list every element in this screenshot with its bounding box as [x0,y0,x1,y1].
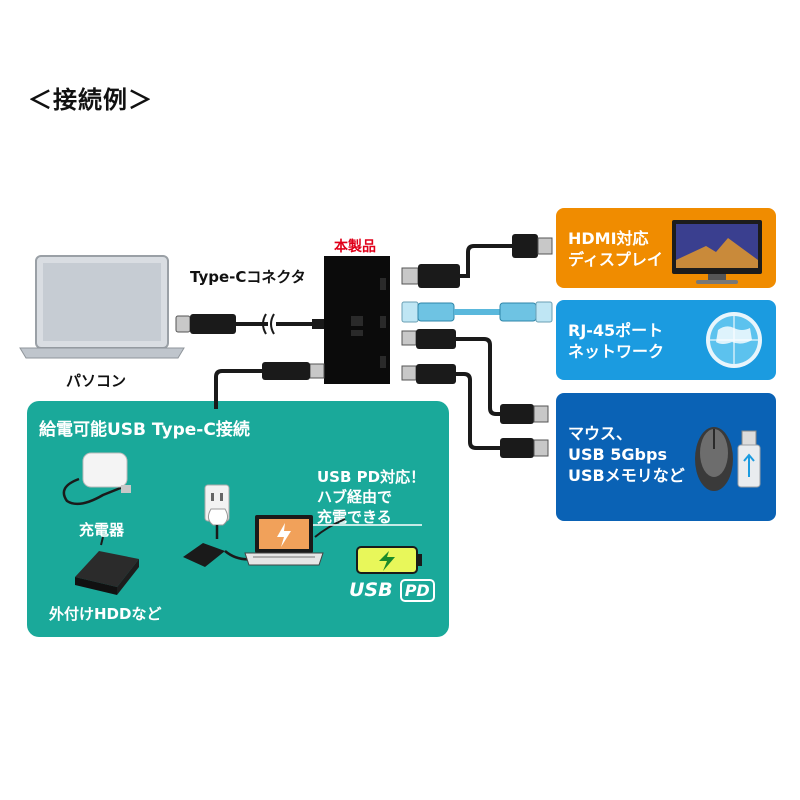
connector-label: Type-Cコネクタ [190,268,306,286]
page-title: ＜接続例＞ [28,86,153,114]
lan-line2: ネットワーク [568,342,665,361]
usb-pd-logo-pd: PD [399,579,435,602]
laptop-icon [19,255,185,359]
hdd-label: 外付けHDDなど [49,605,162,623]
usb-pd-logo-usb: USB [349,579,393,601]
power-outlet-icon [204,484,230,526]
hdmi-display-card: HDMI対応 ディスプレイ [556,208,776,288]
pc-label: パソコン [66,372,127,390]
hard-drive-icon [75,536,139,595]
usb-pd-box: 給電可能USB Type-C接続 充電器 外付けHDDなど USB PD対応！ … [27,401,449,637]
charger-icon [62,452,131,506]
ac-adapter-icon [183,525,254,567]
lan-cable [401,301,553,323]
charger-label: 充電器 [79,521,125,539]
mouse-and-usb-stick-icon [695,427,761,491]
charging-laptop-icon [244,515,422,566]
lan-line1: RJ-45ポート [568,321,664,340]
hdmi-line2: ディスプレイ [568,250,663,269]
pd-box-title: 給電可能USB Type-C接続 [39,420,250,440]
globe-icon [706,312,762,368]
usb-a-cable-1 [401,329,549,424]
hdmi-cable [401,234,553,288]
pd-note-line2: ハブ経由で [317,488,393,506]
usb-devices-card: マウス、 USB 5Gbps USBメモリなど [556,393,776,521]
battery-icon [356,546,422,574]
product-label: 本製品 [334,239,376,255]
usb-pd-logo: USB PD [349,579,435,602]
monitor-icon [672,220,762,284]
usb-line2: USB 5Gbps [568,445,667,464]
usb-line3: USBメモリなど [568,466,685,485]
type-c-cable [175,313,326,335]
usb-line1: マウス、 [568,424,633,443]
pd-input-cable [214,362,325,401]
hdmi-line1: HDMI対応 [568,229,649,248]
pd-note-line3: 充電できる [317,508,392,526]
hub-device [324,256,390,384]
pd-note-line1: USB PD対応！ [317,468,426,486]
network-card: RJ-45ポート ネットワーク [556,300,776,380]
pd-box-graphics [62,401,422,595]
usb-a-cable-2 [401,364,549,458]
